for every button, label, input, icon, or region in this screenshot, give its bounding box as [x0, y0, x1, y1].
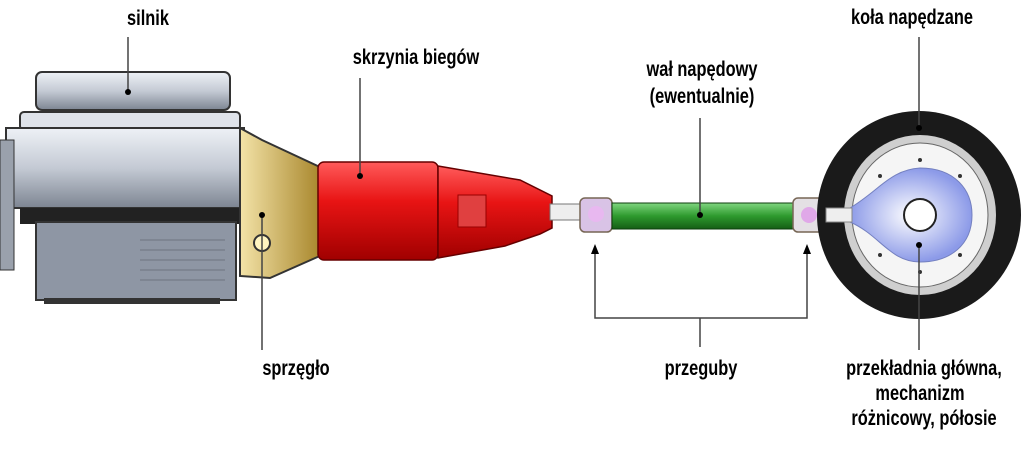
clutch-housing: [239, 126, 323, 280]
leader-markers: [125, 89, 922, 254]
label-driveshaft-line2: (ewentualnie): [649, 85, 755, 108]
label-final-drive-line1: przekładnia główna,: [846, 357, 1002, 380]
gearbox: [317, 161, 553, 261]
label-clutch: sprzęgło: [262, 357, 330, 380]
engine: [0, 71, 246, 304]
label-gearbox: skrzynia biegów: [352, 46, 480, 69]
label-engine: silnik: [127, 7, 169, 30]
driveshaft: [611, 202, 795, 230]
driven-wheel: [817, 111, 1021, 319]
label-final-drive-line3: różnicowy, półosie: [851, 407, 997, 430]
label-joints: przeguby: [664, 357, 738, 380]
universal-joint-front: [579, 197, 613, 233]
label-driveshaft-line1: wał napędowy: [646, 58, 758, 81]
leader-lines: [127, 37, 920, 350]
label-driven-wheels: koła napędzane: [851, 6, 973, 29]
label-final-drive-line2: mechanizm: [875, 382, 965, 405]
